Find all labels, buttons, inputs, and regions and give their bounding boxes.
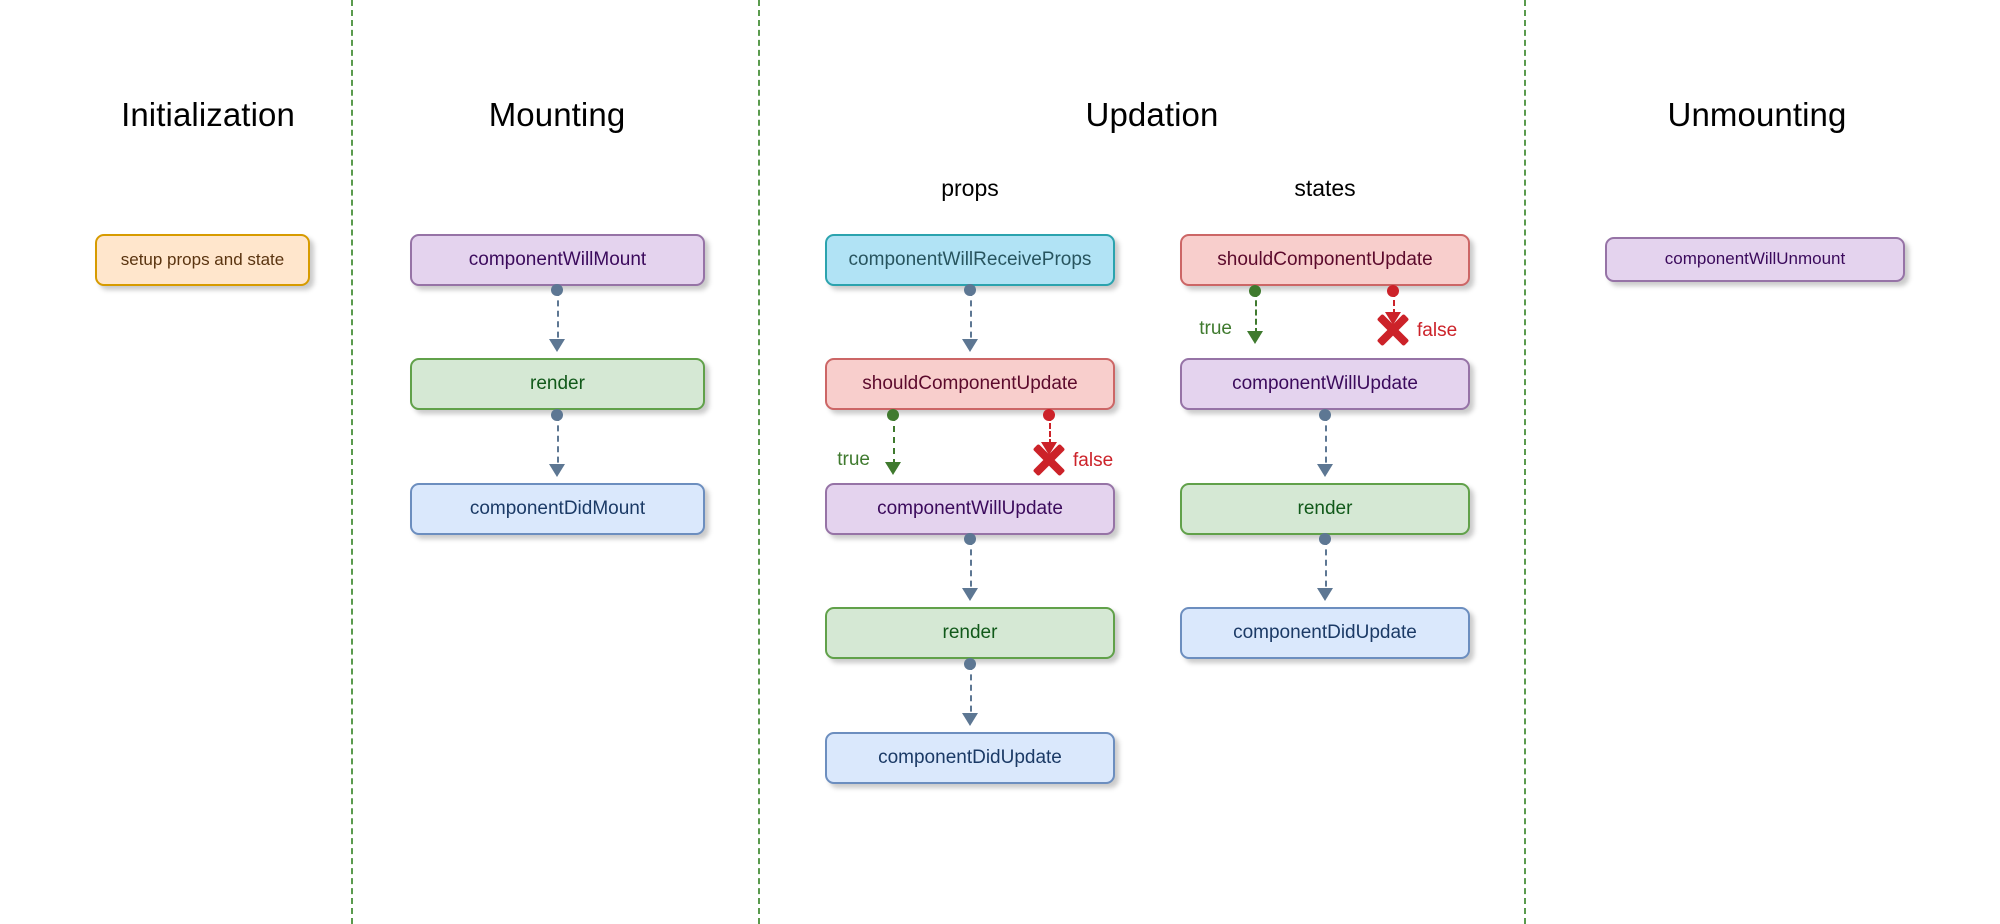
blocked-x-icon-states xyxy=(1375,312,1411,348)
node-should-component-update-states[interactable]: shouldComponentUpdate xyxy=(1180,234,1470,286)
node-render-props[interactable]: render xyxy=(825,607,1115,659)
connector-props-false xyxy=(1049,415,1051,445)
section-divider-2 xyxy=(758,0,760,924)
arrowhead-mount-1 xyxy=(549,339,565,352)
arrowhead-props-2 xyxy=(962,588,978,601)
node-setup-props-and-state[interactable]: setup props and state xyxy=(95,234,310,286)
arrowhead-props-3 xyxy=(962,713,978,726)
section-divider-3 xyxy=(1524,0,1526,924)
arrowhead-states-2 xyxy=(1317,588,1333,601)
blocked-x-icon-props xyxy=(1031,442,1067,478)
branch-label-states-false: false xyxy=(1417,320,1458,341)
connector-states-true xyxy=(1255,291,1257,334)
section-title-updation: Updation xyxy=(1085,96,1219,133)
node-component-will-update-props[interactable]: componentWillUpdate xyxy=(825,483,1115,535)
connector-props-2 xyxy=(970,539,972,597)
connector-props-true xyxy=(893,415,895,465)
connector-mount-1 xyxy=(557,290,559,348)
section-title-unmounting: Unmounting xyxy=(1667,96,1847,133)
subsection-title-props: props xyxy=(941,175,999,201)
node-component-did-update-props[interactable]: componentDidUpdate xyxy=(825,732,1115,784)
section-title-mounting: Mounting xyxy=(488,96,626,133)
section-divider-1 xyxy=(351,0,353,924)
arrowhead-states-true xyxy=(1247,331,1263,344)
node-component-will-update-states[interactable]: componentWillUpdate xyxy=(1180,358,1470,410)
connector-states-2 xyxy=(1325,539,1327,597)
node-component-will-mount[interactable]: componentWillMount xyxy=(410,234,705,286)
node-component-did-mount[interactable]: componentDidMount xyxy=(410,483,705,535)
connector-mount-2 xyxy=(557,415,559,473)
arrowhead-props-true xyxy=(885,462,901,475)
connector-states-false xyxy=(1393,291,1395,315)
arrowhead-props-1 xyxy=(962,339,978,352)
section-title-initialization: Initialization xyxy=(121,96,295,133)
node-render-mounting[interactable]: render xyxy=(410,358,705,410)
node-render-states[interactable]: render xyxy=(1180,483,1470,535)
arrowhead-mount-2 xyxy=(549,464,565,477)
node-component-did-update-states[interactable]: componentDidUpdate xyxy=(1180,607,1470,659)
branch-label-props-true: true xyxy=(837,449,870,470)
node-component-will-unmount[interactable]: componentWillUnmount xyxy=(1605,237,1905,282)
connector-props-3 xyxy=(970,664,972,722)
arrowhead-states-1 xyxy=(1317,464,1333,477)
subsection-title-states: states xyxy=(1294,175,1356,201)
node-component-will-receive-props[interactable]: componentWillReceiveProps xyxy=(825,234,1115,286)
branch-label-props-false: false xyxy=(1073,450,1114,471)
connector-states-1 xyxy=(1325,415,1327,473)
connector-props-1 xyxy=(970,290,972,348)
branch-label-states-true: true xyxy=(1199,318,1232,339)
node-should-component-update-props[interactable]: shouldComponentUpdate xyxy=(825,358,1115,410)
